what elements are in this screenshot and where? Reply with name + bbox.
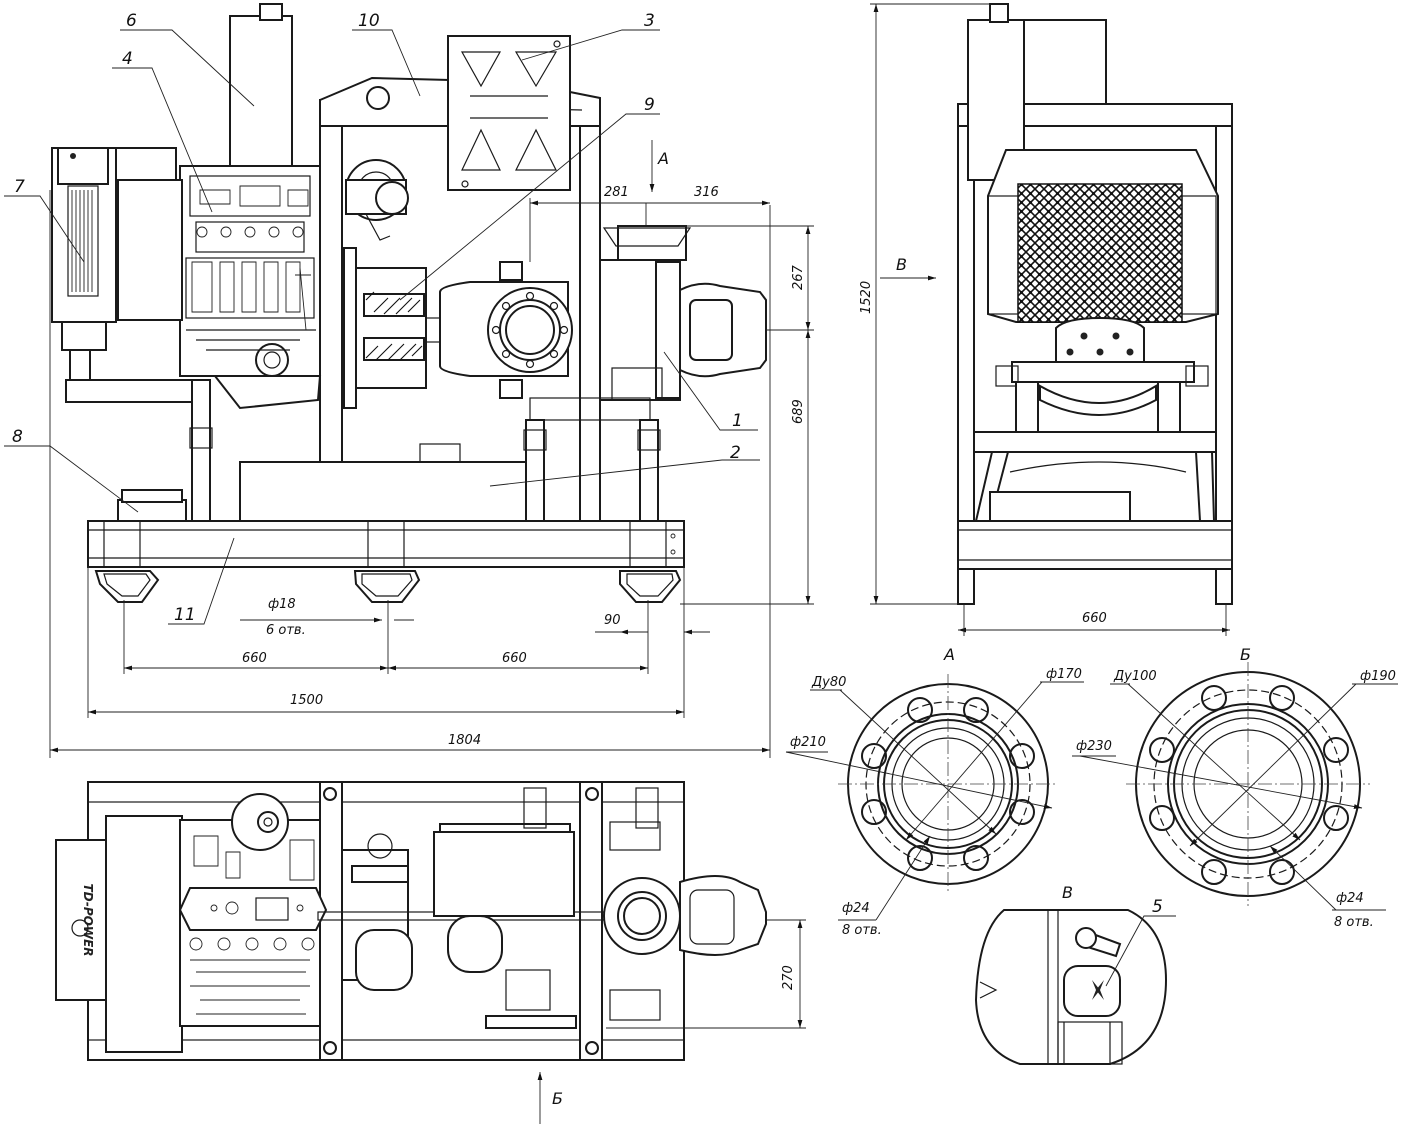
callout-6: 6: [126, 11, 137, 31]
flange-b-phi190: ф190: [1360, 669, 1396, 684]
callout-5: 5: [1152, 897, 1163, 917]
callout-2: 2: [730, 443, 741, 463]
callout-1: 1: [732, 411, 743, 431]
dim-phi18: ф18: [268, 597, 296, 612]
front-view: [51, 3, 767, 603]
engine: [179, 3, 409, 410]
base-frame: [87, 520, 685, 603]
dim-660-left: 660: [242, 651, 267, 666]
callout-4: 4: [122, 49, 133, 69]
dim-1520: 1520: [859, 281, 874, 314]
pump: [439, 225, 767, 421]
support-frame: [189, 35, 661, 522]
side-view: [957, 3, 1233, 605]
flange-b: [1072, 662, 1398, 911]
dim-660-side: 660: [1082, 611, 1107, 626]
labels: 6 4 10 3 9 7 8 1 2 11 5 А Б В А Б В 281 …: [12, 11, 1396, 1108]
view-arrow-a-label: А: [657, 149, 669, 168]
callout-10: 10: [358, 11, 380, 31]
flange-b-phi230: ф230: [1076, 739, 1112, 754]
section-b-title: Б: [1240, 645, 1251, 664]
dim-90: 90: [604, 613, 621, 628]
section-v-title: В: [1062, 883, 1073, 902]
front-dimensions: [49, 140, 814, 758]
battery: [117, 489, 187, 522]
flange-a-du: Ду80: [811, 675, 846, 690]
flange-b-phi24: ф24: [1336, 891, 1364, 906]
section-a-title: А: [943, 645, 955, 664]
coupling: [343, 247, 471, 409]
dim-holes-6: 6 отв.: [266, 623, 306, 638]
view-arrow-b-label: Б: [552, 1089, 563, 1108]
callout-3: 3: [644, 11, 655, 31]
dim-316: 316: [694, 185, 719, 200]
callout-11: 11: [174, 605, 196, 625]
detail-v: [974, 909, 1176, 1065]
top-view: TD-POWER: [55, 781, 767, 1061]
side-dimensions: [870, 3, 1230, 636]
radiator: [51, 147, 193, 403]
dim-267: 267: [791, 264, 806, 290]
callout-7: 7: [14, 177, 25, 197]
flange-a-phi24: ф24: [842, 901, 870, 916]
flange-a-phi210: ф210: [790, 735, 826, 750]
view-arrow-v-label: В: [896, 255, 907, 274]
dim-1804: 1804: [448, 733, 481, 748]
top-dimensions: [537, 919, 806, 1124]
callout-leaders: [4, 29, 760, 625]
brand-plate-label: TD-POWER: [81, 883, 95, 956]
callout-8: 8: [12, 427, 23, 447]
flange-a-holes: 8 отв.: [842, 923, 882, 938]
flange-a: [785, 674, 1084, 921]
dim-689: 689: [791, 399, 806, 424]
flange-a-phi170: ф170: [1046, 667, 1082, 682]
callout-9: 9: [644, 95, 655, 115]
flange-b-holes: 8 отв.: [1334, 915, 1374, 930]
dim-1500: 1500: [290, 693, 323, 708]
dim-660-right: 660: [502, 651, 527, 666]
dim-281: 281: [604, 185, 629, 200]
flange-b-du: Ду100: [1113, 669, 1157, 684]
dim-270: 270: [781, 965, 796, 990]
